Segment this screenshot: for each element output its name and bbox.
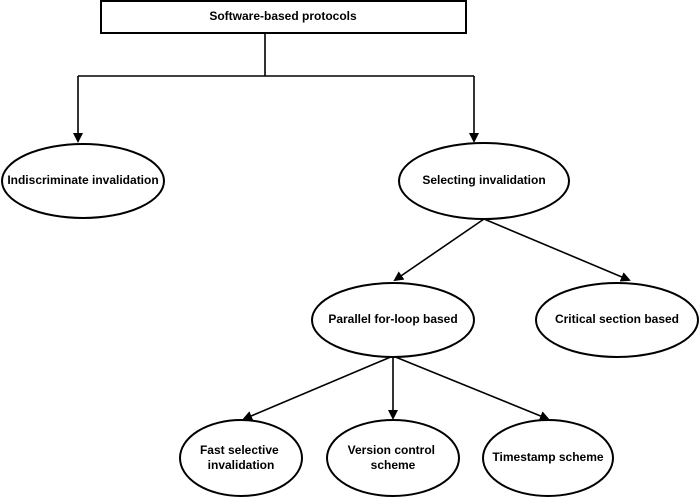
version-control-line-1: Version control xyxy=(348,443,435,457)
edge-parallel-to-timestamp xyxy=(392,355,550,421)
timestamp-ellipse xyxy=(482,419,614,497)
node-indiscriminate-invalidation: Indiscriminate invalidation xyxy=(1,143,165,219)
edges xyxy=(73,33,631,421)
edge-parallel-to-fast-selective xyxy=(242,355,394,421)
node-selecting-invalidation: Selecting invalidation xyxy=(398,142,570,220)
version-control-ellipse xyxy=(326,419,460,497)
version-control-line-2: scheme xyxy=(371,458,416,472)
root-label: Software-based protocols xyxy=(209,9,357,23)
timestamp-label: Timestamp scheme xyxy=(492,450,603,464)
parallel-ellipse xyxy=(311,282,475,358)
indiscriminate-label: Indiscriminate invalidation xyxy=(7,173,158,187)
version-control-label: Version control scheme xyxy=(348,443,439,472)
node-timestamp-scheme: Timestamp scheme xyxy=(482,419,614,497)
fast-selective-label: Fast selective invalidation xyxy=(200,443,282,472)
fast-selective-line-1: Fast selective xyxy=(200,443,279,457)
fast-selective-ellipse xyxy=(179,419,303,497)
edge-root-connector xyxy=(78,33,474,77)
critical-ellipse xyxy=(535,282,699,358)
node-version-control-scheme: Version control scheme xyxy=(326,419,460,497)
root-box xyxy=(100,0,467,34)
selecting-ellipse xyxy=(398,142,570,220)
node-parallel-for-loop: Parallel for-loop based xyxy=(311,282,475,358)
node-fast-selective-invalidation: Fast selective invalidation xyxy=(179,419,303,497)
edge-selecting-to-critical xyxy=(483,218,631,282)
indiscriminate-ellipse xyxy=(1,143,165,219)
fast-selective-line-2: invalidation xyxy=(208,458,275,472)
node-root: Software-based protocols xyxy=(100,0,467,34)
critical-label: Critical section based xyxy=(555,312,679,326)
parallel-label: Parallel for-loop based xyxy=(328,312,457,326)
edge-selecting-to-parallel xyxy=(393,218,485,282)
selecting-label: Selecting invalidation xyxy=(422,173,545,187)
node-critical-section: Critical section based xyxy=(535,282,699,358)
